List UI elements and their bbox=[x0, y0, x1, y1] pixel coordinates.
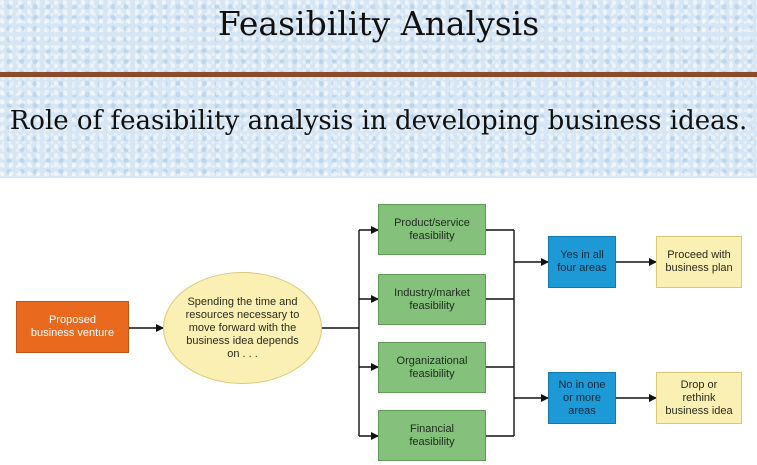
diagram-connectors bbox=[129, 226, 657, 440]
area-node-organizational: Organizational feasibility bbox=[378, 342, 486, 393]
outcome-condition-label: No in one or more areas bbox=[558, 378, 606, 417]
header-band: Feasibility Analysis Role of feasibility… bbox=[0, 0, 757, 178]
outcome-condition-label: Yes in all four areas bbox=[557, 249, 607, 274]
area-node-label: Financial feasibility bbox=[409, 422, 455, 448]
question-node: Spending the time and resources necessar… bbox=[163, 272, 322, 384]
action-node-drop: Drop or rethink business idea bbox=[656, 372, 742, 424]
area-node-product: Product/service feasibility bbox=[378, 204, 486, 255]
start-node-label: Proposed business venture bbox=[30, 314, 115, 339]
area-node-financial: Financial feasibility bbox=[378, 410, 486, 461]
area-node-industry: Industry/market feasibility bbox=[378, 274, 486, 325]
question-node-label: Spending the time and resources necessar… bbox=[185, 295, 300, 360]
outcome-node-no: No in one or more areas bbox=[548, 372, 616, 424]
feasibility-flow-diagram: Proposed business venture Spending the t… bbox=[0, 178, 757, 465]
start-node: Proposed business venture bbox=[16, 301, 129, 353]
area-node-label: Industry/market feasibility bbox=[394, 286, 470, 312]
slide-title: Feasibility Analysis bbox=[217, 4, 540, 43]
action-label: Drop or rethink business idea bbox=[665, 378, 733, 417]
action-node-proceed: Proceed with business plan bbox=[656, 236, 742, 288]
outcome-node-yes: Yes in all four areas bbox=[548, 236, 616, 288]
area-node-label: Product/service feasibility bbox=[394, 216, 470, 242]
action-label: Proceed with business plan bbox=[665, 249, 733, 274]
area-node-label: Organizational feasibility bbox=[396, 354, 468, 380]
slide-subtitle: Role of feasibility analysis in developi… bbox=[9, 106, 748, 136]
title-divider bbox=[0, 72, 757, 77]
